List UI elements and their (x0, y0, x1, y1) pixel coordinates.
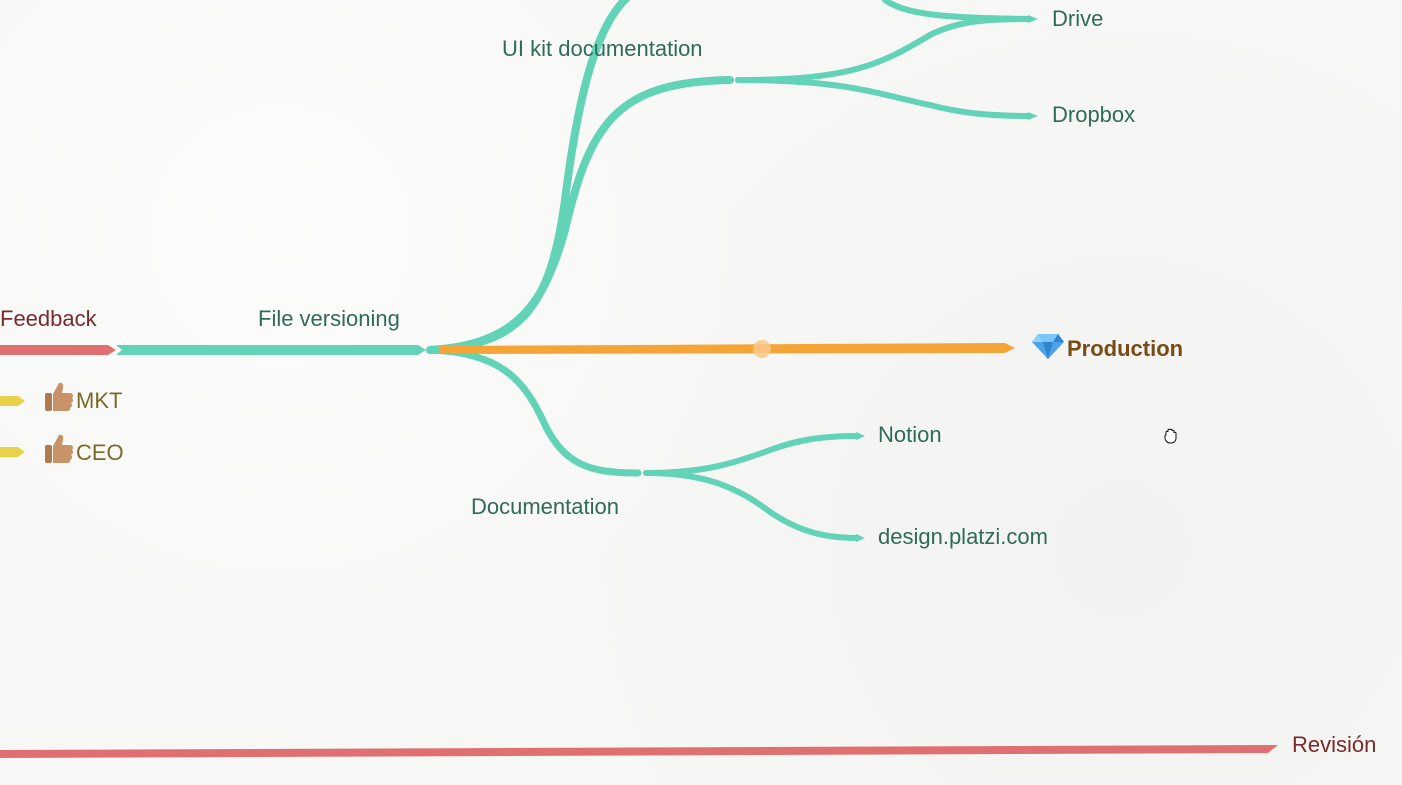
branch-feedback[interactable] (0, 345, 116, 355)
grab-hand-cursor-icon (1162, 427, 1180, 445)
node-documentation[interactable]: Documentation (471, 494, 619, 519)
node-dropbox[interactable]: Dropbox (1052, 102, 1136, 127)
branch-dropbox[interactable] (735, 77, 1033, 119)
gem-icon (1032, 332, 1064, 360)
branch-ceo[interactable] (0, 447, 25, 457)
branch-drive[interactable] (735, 16, 1033, 83)
node-ui-kit-documentation[interactable]: UI kit documentation (502, 36, 703, 61)
node-drive[interactable]: Drive (1052, 6, 1104, 31)
arrow-tip-drive (1028, 15, 1038, 23)
branch-documentation[interactable] (426, 346, 642, 477)
node-production[interactable]: Production (1067, 336, 1184, 361)
arrow-tip-notion (856, 432, 865, 440)
node-mkt[interactable]: MKT (76, 388, 123, 413)
node-design-platzi[interactable]: design.platzi.com (878, 524, 1048, 549)
branch-mkt[interactable] (0, 396, 25, 406)
branch-production[interactable] (440, 343, 1015, 354)
branch-design-platzi[interactable] (643, 470, 861, 541)
node-revision[interactable]: Revisión (1292, 732, 1377, 757)
node-notion[interactable]: Notion (878, 422, 942, 447)
branch-revision[interactable] (0, 745, 1278, 758)
branch-top-edge[interactable] (882, 0, 1033, 22)
branch-notion[interactable] (643, 433, 861, 476)
arrow-tip-dropbox (1028, 112, 1038, 120)
branch-production-handle[interactable] (753, 340, 771, 358)
branch-file-versioning[interactable] (116, 345, 426, 355)
node-file-versioning[interactable]: File versioning (258, 306, 400, 331)
branch-ui-kit-documentation[interactable] (426, 76, 734, 354)
arrow-tip-design-platzi (856, 534, 865, 542)
node-ceo[interactable]: CEO (76, 440, 124, 465)
node-feedback[interactable]: Feedback (0, 306, 97, 331)
thumbs-up-icon (44, 433, 74, 465)
thumbs-up-icon (44, 381, 74, 413)
